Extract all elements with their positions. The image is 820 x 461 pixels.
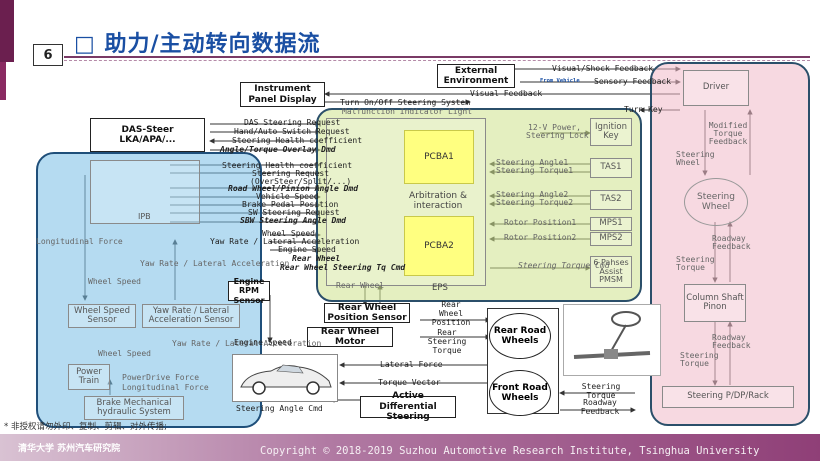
tas2-box: TAS2 (590, 190, 632, 210)
instrument-panel-box: Instrument Panel Display (240, 82, 325, 107)
steering-rack-box: Steering P/DP/Rack (662, 386, 794, 408)
signal-label: Turn Key (624, 105, 663, 114)
signal-label: Visual Feedback (470, 89, 543, 98)
das-steer-box: DAS-Steer LKA/APA/... (90, 118, 205, 152)
signal-label: Engine Speed (234, 338, 292, 347)
pcba1-block: PCBA1 (404, 130, 474, 184)
signal-label: Rear Steering Torque (427, 328, 467, 356)
steering-column-icon (573, 311, 651, 359)
car-icon (240, 364, 332, 395)
signal-label: PowerDrive Force (122, 373, 200, 382)
steering-system-image (563, 304, 661, 376)
driver-region-overlay (650, 62, 810, 426)
signal-label: Vehicle Speed (256, 192, 319, 201)
signal-label: Steering Wheel (676, 150, 715, 167)
signal-label: Wheel Speed (88, 277, 141, 286)
signal-label: (OverSteer/Split/...) (250, 177, 352, 186)
signal-label: Steering Angle2 (496, 190, 569, 199)
signal-label: Modified Torque Feedback (708, 121, 748, 146)
signal-label: Engine Speed (278, 245, 336, 254)
rear-wheel-motor-box: Rear Wheel Motor (307, 327, 393, 347)
signal-label: Rear Wheel (292, 254, 341, 263)
signal-label: Steering Torque Cmd (518, 261, 610, 270)
footer-copyright: Copyright © 2018-2019 Suzhou Automotive … (260, 445, 760, 457)
mps1-box: MPS1 (590, 217, 632, 231)
title-underline (64, 56, 810, 58)
signal-label: SW Steering Request (248, 208, 340, 217)
arbitration-label: Arbitration & interaction (409, 191, 467, 211)
signal-label: Roadway Feedback (712, 333, 751, 350)
signal-label: SBW Steering Angle Dmd (240, 216, 346, 225)
signal-label: Steering Torque (680, 351, 719, 368)
signal-label: 12-V Power, (528, 123, 581, 132)
mps2-box: MPS2 (590, 232, 632, 246)
vehicle-image (232, 354, 338, 402)
signal-label: Yaw Rate / Lateral Acceleration (172, 339, 322, 348)
driver-box: Driver (683, 70, 749, 106)
signal-label: Road Wheel/Pinion Angle Dmd (228, 184, 359, 193)
yaw-rate-sensor-box: Yaw Rate / Lateral Acceleration Sensor (142, 304, 240, 328)
column-shaft-box: Column Shaft Pinon (684, 284, 746, 322)
signal-label: Steering Torque (676, 255, 715, 272)
signal-label: Steering Torque2 (496, 198, 574, 207)
steering-wheel-circle: Steering Wheel (684, 178, 748, 226)
signal-label: Hand/Auto Switch Request (234, 127, 350, 136)
signal-label: Rear Wheel Position (431, 300, 471, 328)
wheel-speed-sensor-box: Wheel Speed Sensor (68, 304, 136, 328)
ipb-unit (90, 160, 200, 224)
signal-label: DAS Steering Request (244, 118, 341, 127)
signal-label: Steering Torque (581, 382, 621, 401)
eps-label: EPS (432, 283, 448, 293)
signal-label: Turn On/Off Steering System (340, 98, 471, 107)
institute-logo: 清华大学 苏州汽车研究院 (18, 443, 121, 454)
signal-label: Steering Angle Cmd (236, 404, 323, 413)
signal-label: Longitudinal Force (36, 237, 123, 246)
slide-title: □ 助力/主动转向数据流 (74, 32, 321, 57)
signal-label: Rotor Position2 (504, 233, 577, 242)
tas1-box: TAS1 (590, 158, 632, 178)
signal-label: Longitudinal Force (122, 383, 209, 392)
signal-label: Rotor Position1 (504, 218, 577, 227)
signal-label: Angle/Torque Overlay Dmd (220, 145, 336, 154)
signal-label: Steering Angle1 (496, 158, 569, 167)
signal-label: Visual/Shock Feedback (552, 64, 654, 73)
signal-label: Brake Pedal Position (242, 200, 339, 209)
rear-wheel-position-sensor-box: Rear Wheel Position Sensor (324, 303, 410, 323)
pcba2-block: PCBA2 (404, 216, 474, 276)
front-road-wheels-circle: Front Road Wheels (489, 370, 551, 416)
engine-rpm-box: Engine RPM Sensor (228, 277, 270, 305)
signal-label: Yaw Rate / Lateral Acceleration (210, 237, 360, 246)
brand-top-bar (0, 0, 14, 62)
ignition-key-box: Ignition Key (590, 118, 632, 146)
signal-label: Roadway Feedback (712, 234, 751, 251)
signal-label: Steering Torque1 (496, 166, 574, 175)
power-train-box: Power Train (68, 364, 110, 390)
ipb-label: IPB (138, 212, 151, 221)
signal-label: Steering Request (252, 169, 330, 178)
signal-label: Yaw Rate / Lateral Acceleration (140, 259, 290, 268)
six-phases-motor-box: 6 Pahses Assist PMSM (590, 256, 632, 288)
rear-road-wheels-circle: Rear Road Wheels (489, 313, 551, 359)
brake-mechanical-box: Brake Mechanical hydraulic System (84, 396, 184, 420)
copyright-note: * 非授权请勿外印、复制、剪辑、对外传播; (4, 422, 167, 432)
signal-label: Sensory Feedback (594, 77, 672, 86)
footer-bar (0, 434, 820, 461)
eps-region-overlay (316, 108, 642, 302)
signal-label: Lateral Force (380, 360, 443, 369)
slide-number: 6 (33, 44, 63, 66)
signal-label: Torque Vector (378, 378, 441, 387)
signal-label: Rear Wheel Steering Tq Cmd (280, 263, 406, 272)
signal-label: From Vehicle (540, 78, 580, 84)
signal-label: Steering Lock (526, 131, 589, 140)
signal-label: Rear Wheel (336, 281, 385, 290)
external-environment-box: External Environment (437, 64, 515, 88)
signal-label: Steering Health coefficient (232, 136, 363, 145)
title-dash-line (64, 60, 810, 61)
active-differential-box: Active Differential Steering (360, 391, 456, 422)
signal-label: Wheel Speed (98, 349, 151, 358)
signal-label: Wheel Speed (262, 229, 315, 238)
signal-label: Roadway Feedback (580, 398, 620, 417)
signal-label: Malfunction Indicator Light (342, 107, 473, 116)
signal-label: Steering Health coefficient (222, 161, 353, 170)
